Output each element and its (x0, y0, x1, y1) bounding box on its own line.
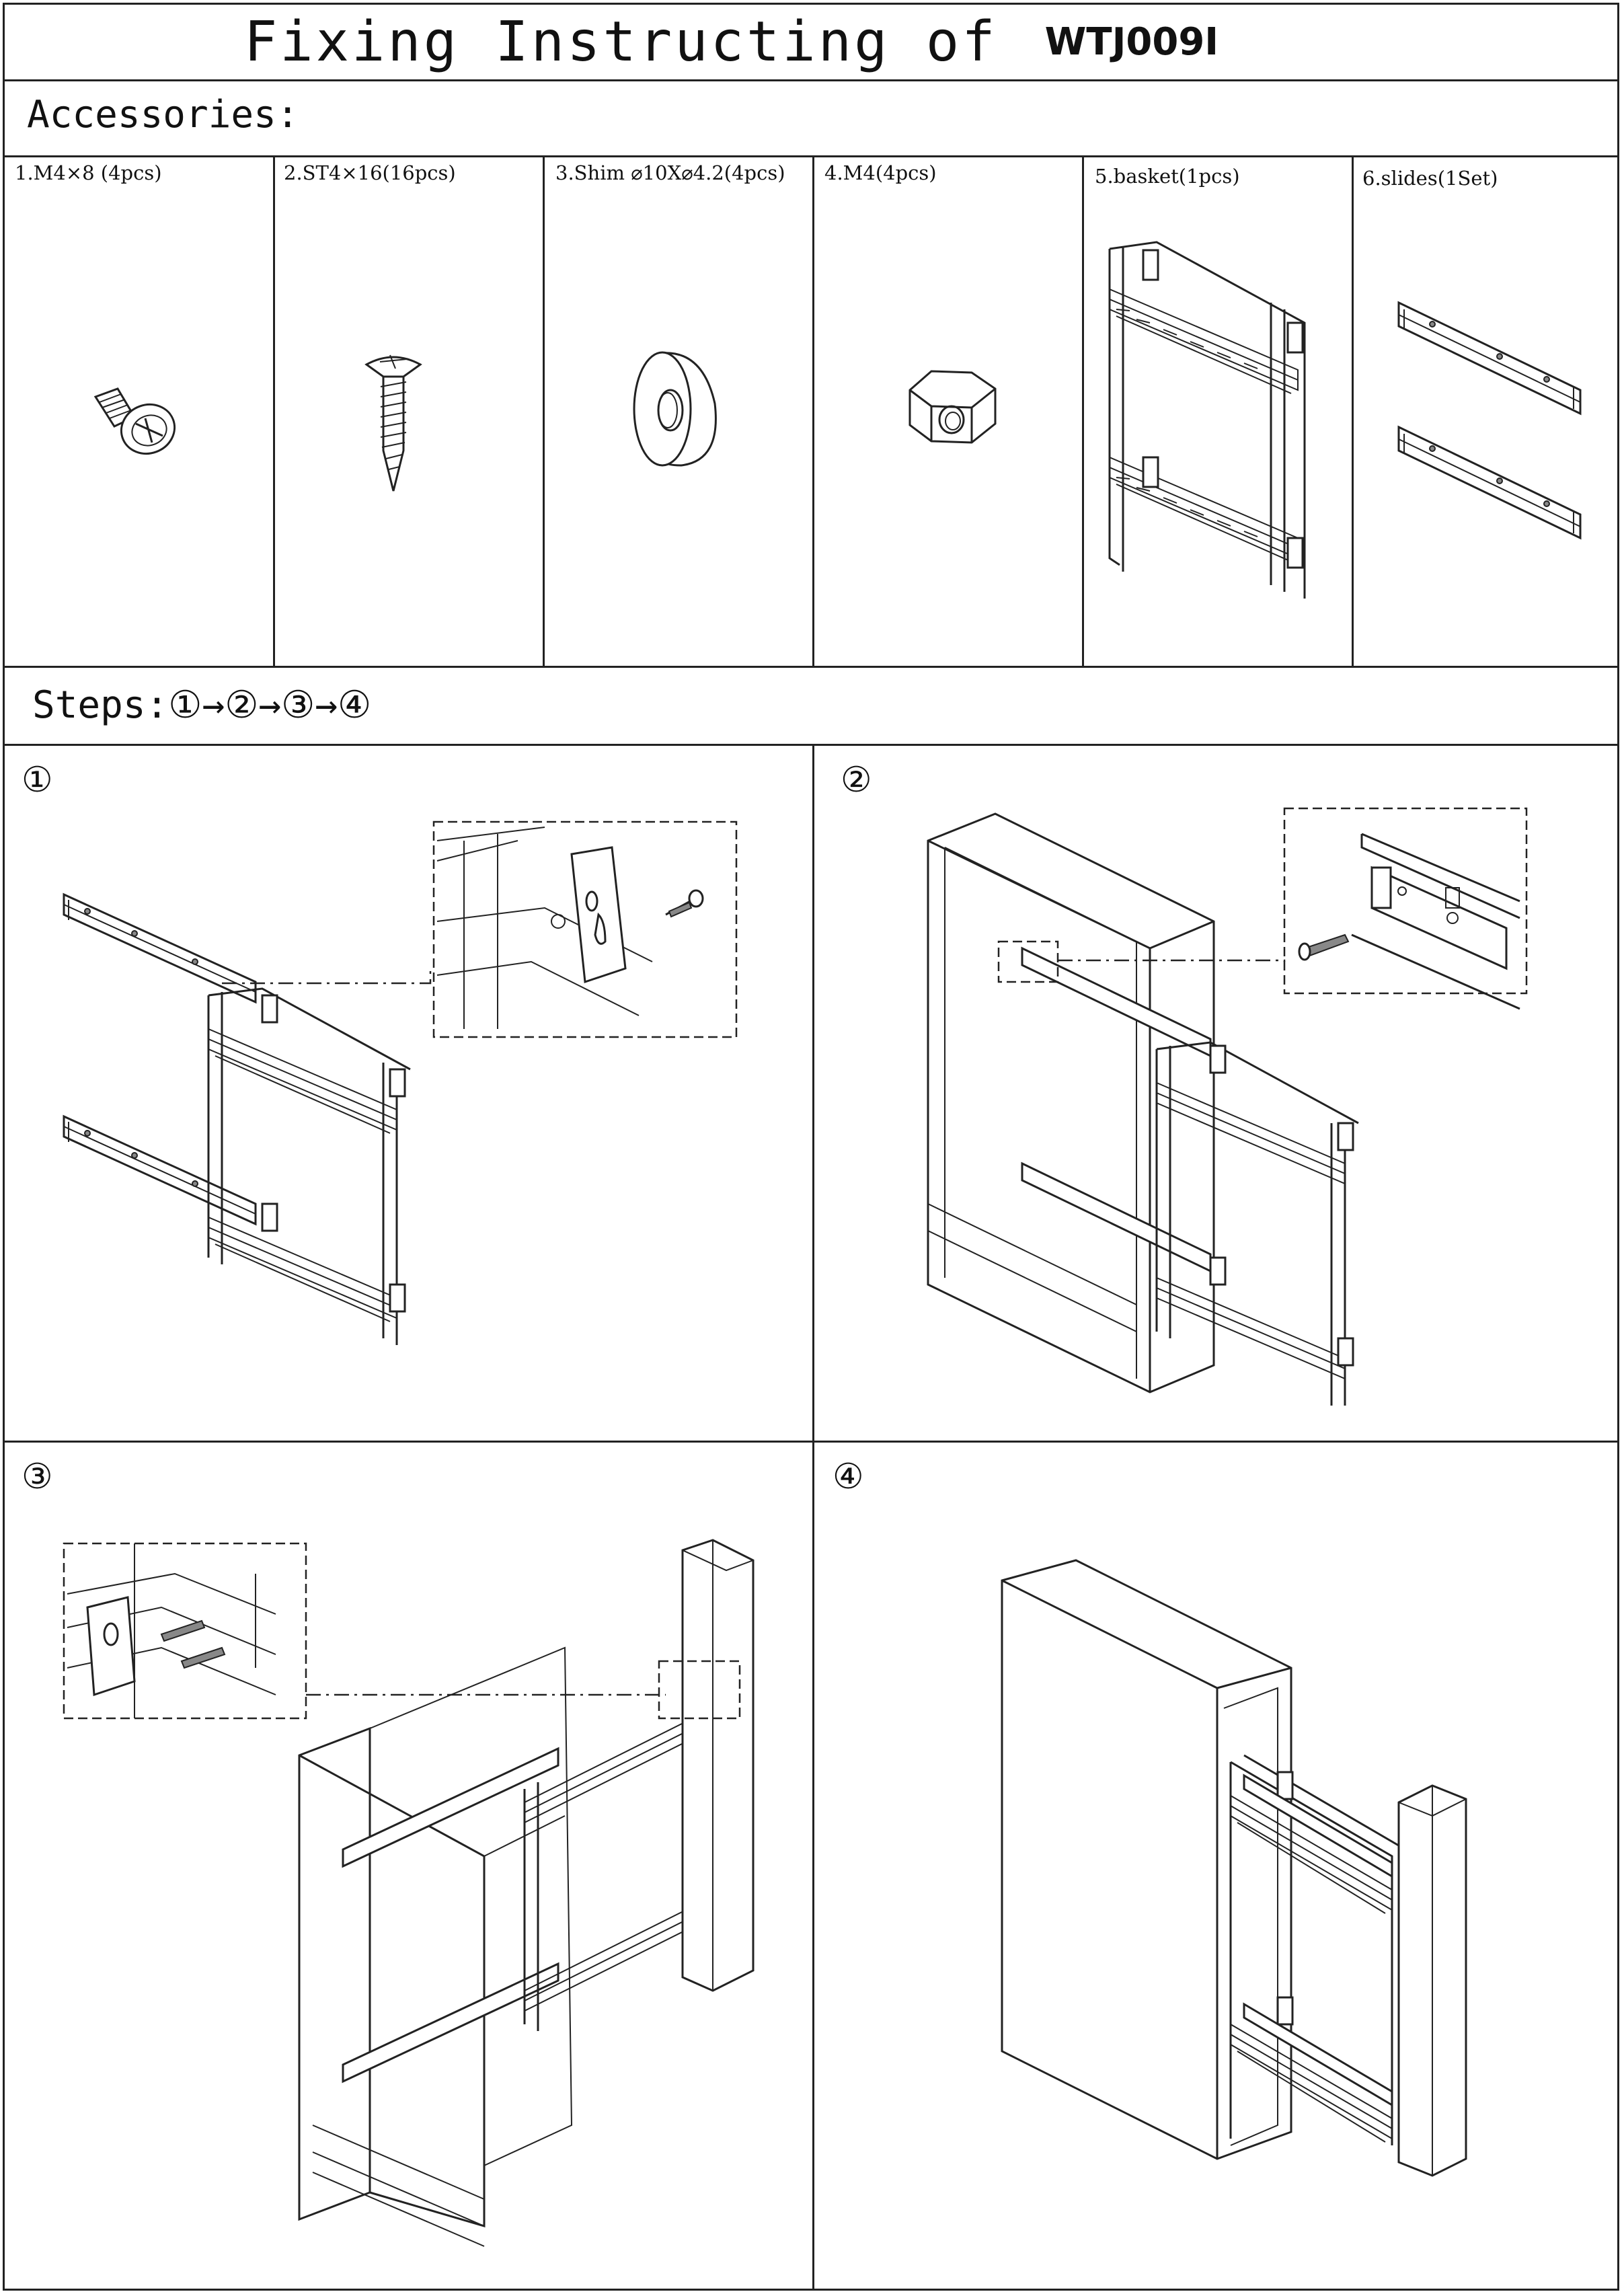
step-2-illustration (927, 807, 1528, 1406)
title-text: Fixing Instructing of (243, 10, 998, 74)
step-3-illustration (63, 1539, 755, 2247)
slide-rails-icon (1397, 301, 1582, 540)
page-title: Fixing Instructing of WTJ009I (0, 7, 1624, 77)
wood-screw-icon (364, 354, 422, 492)
shim-washer-icon (633, 351, 717, 467)
divider (3, 155, 1619, 157)
divider (3, 1441, 1619, 1443)
accessory-label-nut: 4.M4(4pcs) (824, 161, 937, 184)
steps-heading: Steps:①→②→③→④ (32, 683, 372, 727)
accessory-label-screw: 1.M4×8 (4pcs) (15, 161, 162, 184)
divider (1082, 155, 1084, 666)
accessory-label-wood-screw: 2.ST4×16(16pcs) (284, 161, 456, 184)
accessories-heading: Accessories: (27, 93, 299, 137)
divider (1352, 155, 1354, 666)
divider (3, 666, 1619, 668)
step-4-illustration (1001, 1559, 1467, 2177)
accessory-label-basket: 5.basket(1pcs) (1095, 165, 1240, 188)
accessory-label-slides: 6.slides(1Set) (1362, 167, 1498, 190)
divider (543, 155, 545, 666)
step-3-number: ③ (22, 1457, 53, 1497)
step-4-number: ④ (833, 1457, 864, 1497)
accessory-label-shim: 3.Shim ⌀10X⌀4.2(4pcs) (555, 161, 785, 184)
divider (812, 155, 814, 666)
divider (273, 155, 275, 666)
step-2-number: ② (841, 760, 872, 800)
hex-nut-icon (908, 370, 997, 444)
divider (812, 744, 814, 2291)
page-frame (3, 3, 1619, 2291)
step-1-illustration (63, 820, 738, 1345)
divider (3, 744, 1619, 746)
divider (3, 79, 1619, 81)
machine-screw-icon (93, 387, 176, 455)
wire-basket-icon (1108, 241, 1306, 599)
model-number: WTJ009I (1044, 20, 1219, 64)
step-1-number: ① (22, 760, 53, 800)
